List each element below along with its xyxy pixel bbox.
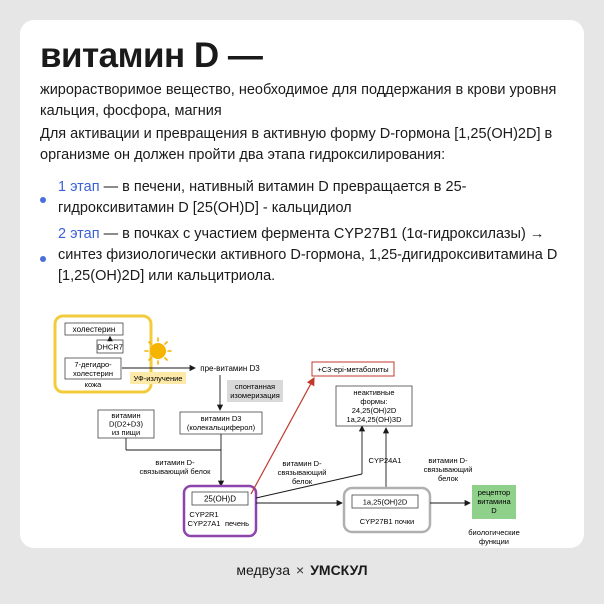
inactive-forms-box [335,385,413,427]
step-label: 2 этап [58,226,100,242]
sun-icon [144,337,172,365]
125ohd-box [351,494,419,509]
subtitle: жирорастворимое вещество, необходимое дл… [40,82,557,119]
bio-functions-label-2: функции [479,537,509,546]
dbp-mid-label-3: белок [292,477,313,486]
inactive-label-3: 24,25(OH)2D [352,406,397,415]
isomerization-label-1: спонтанная [235,382,275,391]
step-item-2: 2 этап — в почках с участием фермента CY… [40,224,580,287]
receptor-label-2: витамина [477,497,511,506]
previtamin-label: пре-витамин D3 [200,364,260,373]
receptor-box [472,485,516,519]
c3-epi-label: +C3-epi-метаболиты [317,365,388,374]
uv-box [130,372,186,384]
cyp24a1-label: CYP24A1 [369,456,402,465]
vitamin-d3-label-2: (колекальциферол) [187,423,256,432]
inactive-label-4: 1a,24,25(OH)3D [346,415,402,424]
brand-umskul: УМСКУЛ [310,562,368,578]
dbp-mid-label-1: витамин D- [282,459,322,468]
dbp-right-label-3: белок [438,474,459,483]
food-vitamin-box [97,409,155,439]
inactive-label-2: формы: [360,397,387,406]
food-label-1: витамин [111,411,140,420]
bullet-icon [40,256,46,262]
isomerization-box [227,380,283,402]
step-text: — в печени, нативный витамин D превращае… [58,179,467,216]
c3-epi-box [311,361,395,377]
step-label: 1 этап [58,179,100,195]
dbp-left-label-1: витамин D- [155,458,195,467]
dhcr7-label: DHCR7 [97,343,123,352]
cyp2r1-label-2: CYP27A1 [188,519,221,528]
cholesterol-box [64,322,124,336]
cyp27b1-label: CYP27B1 почки [360,517,414,526]
content-card: витамин D — жирорастворимое вещество, не… [20,20,584,548]
bio-functions-label-1: биологические [468,528,520,537]
cholesterol-label: холестерин [73,325,116,334]
receptor-label-3: D [491,506,497,515]
uv-label: УФ-излучение [134,374,183,383]
food-label-3: из пищи [112,428,140,437]
25ohd-label: 25(OH)D [204,495,236,504]
vitamin-d3-label-1: витамин D3 [201,414,242,423]
dbp-right-label-2: связывающий [424,465,473,474]
vitamin-d-metabolism-diagram: холестерин DHCR7 7-дегидро- холестерин к… [53,314,520,546]
inactive-label-1: неактивные [353,388,394,397]
dehydro-label-1: 7-дегидро- [74,360,112,369]
isomerization-label-2: изомеризация [230,391,280,400]
skin-label: кожа [85,380,102,389]
25ohd-box [191,491,249,506]
125ohd-label: 1a,25(OH)2D [363,498,408,507]
step-text: — в почках с участием фермента CYP27B1 (… [58,226,558,284]
dbp-right-label-1: витамин D- [428,456,468,465]
brand-medvuza: медвуза [236,562,291,578]
footer-brands: медвуза × УМСКУЛ [0,562,604,578]
liver-label: печень [225,519,249,528]
dehydro-label-2: холестерин [73,369,113,378]
page-title: витамин D — [40,36,263,75]
arrow-25ohd-c3epi [250,376,315,495]
dehydro-box [64,357,122,380]
cyp2r1-label-1: CYP2R1 [189,510,218,519]
dbp-left-label-2: связывающий белок [140,467,212,476]
dbp-mid-label-2: связывающий [278,468,327,477]
intro-text: Для активации и превращения в активную ф… [40,126,553,163]
receptor-label-1: рецептор [478,488,510,497]
bullet-icon [40,197,46,203]
food-label-2: D(D2+D3) [109,420,143,429]
steps-list: 1 этап — в печени, нативный витамин D пр… [40,177,580,292]
arrow-25ohd-cyp24-line [255,473,363,499]
step-item-1: 1 этап — в печени, нативный витамин D пр… [40,177,580,219]
cross-icon: × [296,562,305,578]
